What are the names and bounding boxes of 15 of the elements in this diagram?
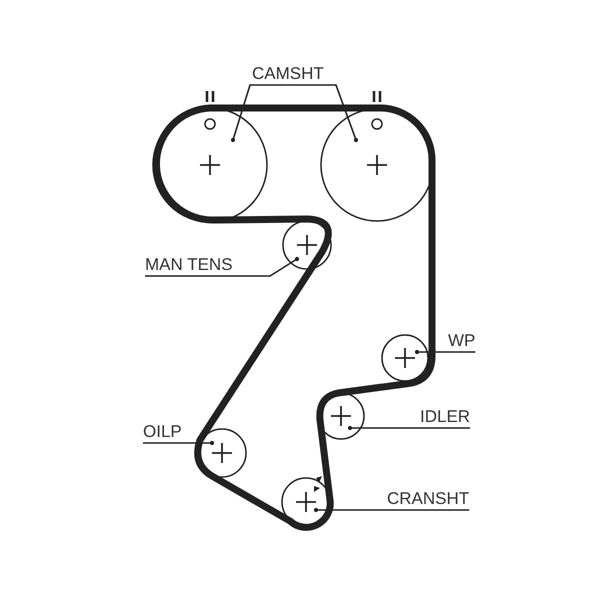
- leader-line: [348, 426, 470, 430]
- leader-line: [288, 84, 358, 142]
- part-label: CAMSHT: [252, 64, 324, 84]
- leader-line: [145, 256, 300, 277]
- pulley: [381, 334, 429, 382]
- part-label: WP: [448, 331, 476, 351]
- leader-line: [314, 508, 470, 512]
- leader-line: [414, 350, 476, 354]
- part-label: MAN TENS: [145, 255, 233, 275]
- part-label: CRANSHT: [387, 489, 470, 509]
- leader-line: [143, 440, 214, 446]
- part-label: IDLER: [420, 407, 470, 427]
- part-label: OILP: [143, 422, 182, 442]
- leader-line: [230, 84, 288, 142]
- pulley: [282, 220, 332, 270]
